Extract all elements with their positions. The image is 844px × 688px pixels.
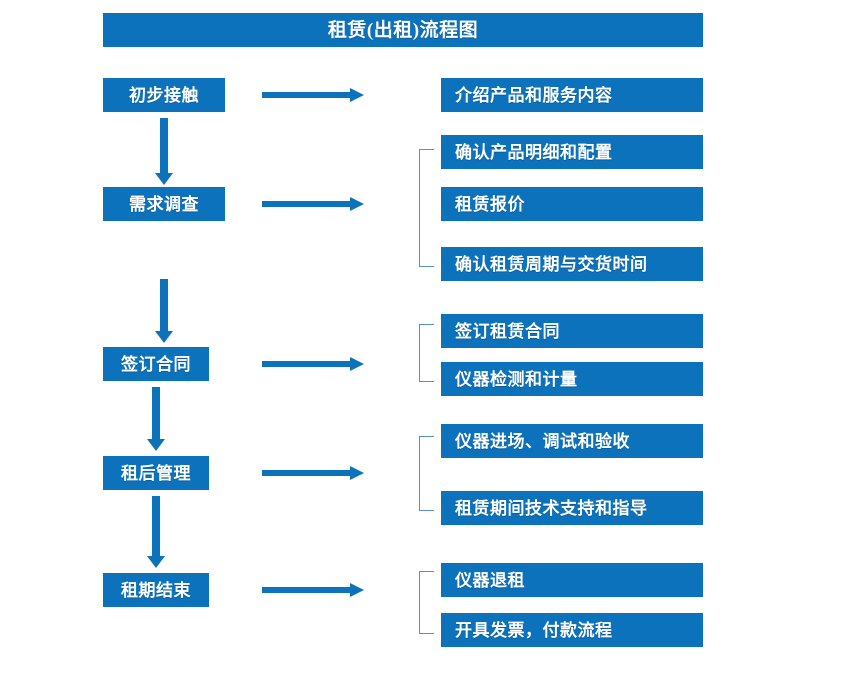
arrow-right-sign-contract: [262, 353, 364, 375]
stage-box-initial-contact[interactable]: 初步接触: [103, 78, 225, 112]
arrow-down-initial-contact-to-requirement-survey: [153, 118, 175, 185]
detail-box-rental-quotation[interactable]: 租赁报价: [441, 187, 703, 221]
arrow-down-post-rental-management-to-rental-end: [145, 496, 167, 568]
arrow-right-requirement-survey: [262, 193, 364, 215]
detail-box-technical-support-guidance[interactable]: 租赁期间技术支持和指导: [441, 491, 703, 525]
arrow-right-post-rental-management: [262, 462, 364, 484]
detail-box-instrument-entry-debug-acceptance[interactable]: 仪器进场、调试和验收: [441, 424, 703, 458]
bracket-post-rental-management-group: [419, 436, 434, 511]
detail-box-invoice-payment-process[interactable]: 开具发票，付款流程: [441, 613, 703, 647]
detail-box-confirm-product-details-config[interactable]: 确认产品明细和配置: [441, 135, 703, 169]
arrow-down-sign-contract-to-post-rental-management: [145, 387, 167, 451]
detail-box-confirm-rental-period-delivery[interactable]: 确认租赁周期与交货时间: [441, 247, 703, 281]
bracket-sign-contract-group: [419, 324, 434, 382]
detail-box-introduce-products-services[interactable]: 介绍产品和服务内容: [441, 78, 703, 112]
arrow-right-rental-end: [262, 579, 364, 601]
detail-box-sign-rental-contract[interactable]: 签订租赁合同: [441, 314, 703, 348]
detail-box-instrument-return[interactable]: 仪器退租: [441, 563, 703, 597]
detail-box-instrument-inspection-metering[interactable]: 仪器检测和计量: [441, 362, 703, 396]
stage-box-rental-end[interactable]: 租期结束: [103, 573, 209, 607]
bracket-requirement-survey-group: [419, 149, 434, 267]
stage-box-sign-contract[interactable]: 签订合同: [103, 347, 209, 381]
arrow-right-initial-contact: [262, 84, 364, 106]
diagram-title-banner: 租赁(出租)流程图: [103, 13, 703, 47]
stage-box-requirement-survey[interactable]: 需求调查: [103, 187, 225, 221]
stage-box-post-rental-management[interactable]: 租后管理: [103, 456, 209, 490]
arrow-down-requirement-survey-to-sign-contract: [153, 279, 175, 343]
bracket-rental-end-group: [419, 571, 434, 634]
